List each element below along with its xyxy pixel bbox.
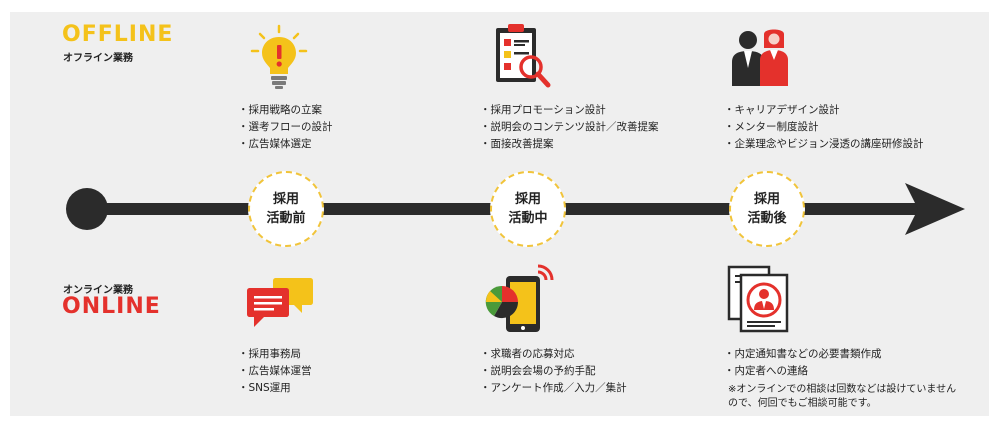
list-item: キャリアデザイン設計 bbox=[724, 102, 924, 119]
list-item: 広告媒体運営 bbox=[238, 363, 312, 380]
timeline-start-dot bbox=[66, 188, 108, 230]
people-icon bbox=[732, 29, 788, 86]
stage-during: 採用 活動中 bbox=[490, 171, 566, 247]
list-item: SNS運用 bbox=[238, 380, 312, 397]
stage-during-line2: 活動中 bbox=[508, 211, 548, 226]
list-item: 求職者の応募対応 bbox=[480, 346, 627, 363]
list-item: 面接改善提案 bbox=[480, 136, 659, 153]
timeline-arrow-head bbox=[905, 183, 965, 235]
offline-list-before: 採用戦略の立案 選考フローの設計 広告媒体選定 bbox=[238, 102, 333, 153]
list-item: メンター制度設計 bbox=[724, 119, 924, 136]
chat-bubbles-icon bbox=[247, 278, 313, 327]
stage-during-line1: 採用 bbox=[514, 192, 541, 207]
stage-before: 採用 活動前 bbox=[248, 171, 324, 247]
list-item: 内定者への連絡 bbox=[724, 363, 882, 380]
list-item: 選考フローの設計 bbox=[238, 119, 333, 136]
stage-after-line2: 活動後 bbox=[747, 211, 787, 226]
online-title: ONLINE bbox=[62, 294, 161, 319]
online-list-before: 採用事務局 広告媒体運営 SNS運用 bbox=[238, 346, 312, 397]
list-item: 説明会のコンテンツ設計／改善提案 bbox=[480, 119, 659, 136]
tablet-chart-icon bbox=[485, 264, 554, 332]
list-item: 採用事務局 bbox=[238, 346, 312, 363]
online-subtitle: オンライン業務 bbox=[63, 285, 133, 296]
stage-before-line2: 活動前 bbox=[266, 211, 306, 226]
online-note: ※オンラインでの相談は回数などは設けていませんので、何回でもご相談可能です。 bbox=[728, 384, 957, 409]
list-item: 採用プロモーション設計 bbox=[480, 102, 659, 119]
online-list-after: 内定通知書などの必要書類作成 内定者への連絡 bbox=[724, 346, 882, 380]
stage-after-line1: 採用 bbox=[753, 192, 780, 207]
offline-subtitle: オフライン業務 bbox=[63, 53, 133, 64]
list-item: 内定通知書などの必要書類作成 bbox=[724, 346, 882, 363]
list-item: 企業理念やビジョン浸透の講座研修設計 bbox=[724, 136, 924, 153]
lightbulb-icon bbox=[250, 24, 308, 89]
list-item: 採用戦略の立案 bbox=[238, 102, 333, 119]
clipboard-magnifier-icon bbox=[496, 24, 551, 88]
list-item: 説明会会場の予約手配 bbox=[480, 363, 627, 380]
document-person-icon bbox=[727, 265, 789, 333]
list-item: 広告媒体選定 bbox=[238, 136, 333, 153]
offline-list-during: 採用プロモーション設計 説明会のコンテンツ設計／改善提案 面接改善提案 bbox=[480, 102, 659, 153]
offline-title: OFFLINE bbox=[62, 22, 174, 47]
online-list-during: 求職者の応募対応 説明会会場の予約手配 アンケート作成／入力／集計 bbox=[480, 346, 627, 397]
stage-before-line1: 採用 bbox=[272, 192, 299, 207]
offline-list-after: キャリアデザイン設計 メンター制度設計 企業理念やビジョン浸透の講座研修設計 bbox=[724, 102, 924, 153]
stage-after: 採用 活動後 bbox=[729, 171, 805, 247]
list-item: アンケート作成／入力／集計 bbox=[480, 380, 627, 397]
